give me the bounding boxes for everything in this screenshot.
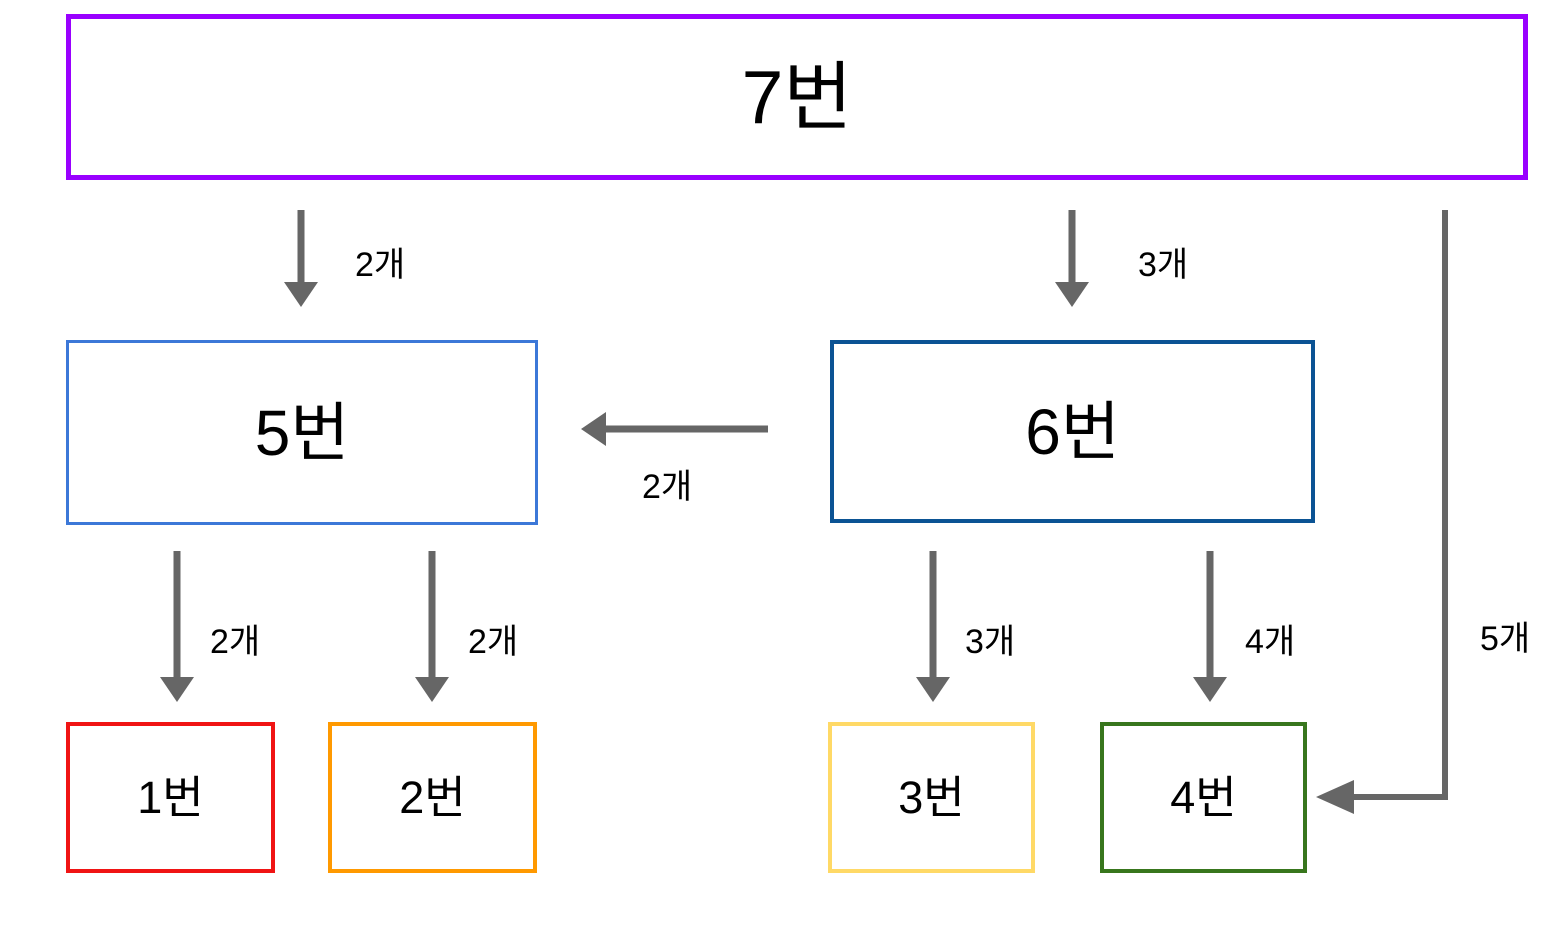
node-3: 3번 (828, 722, 1035, 873)
arrow-5-to-1-head (160, 677, 194, 702)
edge-label-7-to-6: 3개 (1138, 246, 1189, 284)
edge-label-6-to-4: 4개 (1245, 623, 1296, 661)
edge-label-5-to-2: 2개 (468, 623, 519, 661)
node-2: 2번 (328, 722, 537, 873)
arrow-7-to-5-head (284, 282, 318, 307)
edge-label-6-to-5: 2개 (642, 468, 693, 506)
node-6-label: 6번 (1025, 395, 1120, 468)
node-2-label: 2번 (399, 772, 466, 823)
node-1-label: 1번 (137, 772, 204, 823)
edge-label-7-to-5: 2개 (355, 246, 406, 284)
node-4: 4번 (1100, 722, 1307, 873)
node-4-label: 4번 (1170, 772, 1237, 823)
edge-label-5-to-1: 2개 (210, 623, 261, 661)
node-1: 1번 (66, 722, 275, 873)
node-7: 7번 (66, 14, 1528, 180)
arrow-6-to-4-head (1193, 677, 1227, 702)
node-7-label: 7번 (741, 54, 853, 139)
arrow-5-to-2-head (415, 677, 449, 702)
arrow-7-to-6-head (1055, 282, 1089, 307)
arrow-6-to-5-head (581, 412, 606, 446)
arrow-7-to-4-shaft (1352, 210, 1448, 800)
arrow-6-to-3-head (916, 677, 950, 702)
node-5-label: 5번 (254, 396, 350, 469)
node-6: 6번 (830, 340, 1315, 523)
node-5: 5번 (66, 340, 538, 525)
edge-label-7-to-4: 5개 (1480, 620, 1531, 658)
arrow-7-to-4-head (1316, 780, 1354, 814)
node-3-label: 3번 (898, 772, 965, 823)
edge-label-6-to-3: 3개 (965, 623, 1016, 661)
